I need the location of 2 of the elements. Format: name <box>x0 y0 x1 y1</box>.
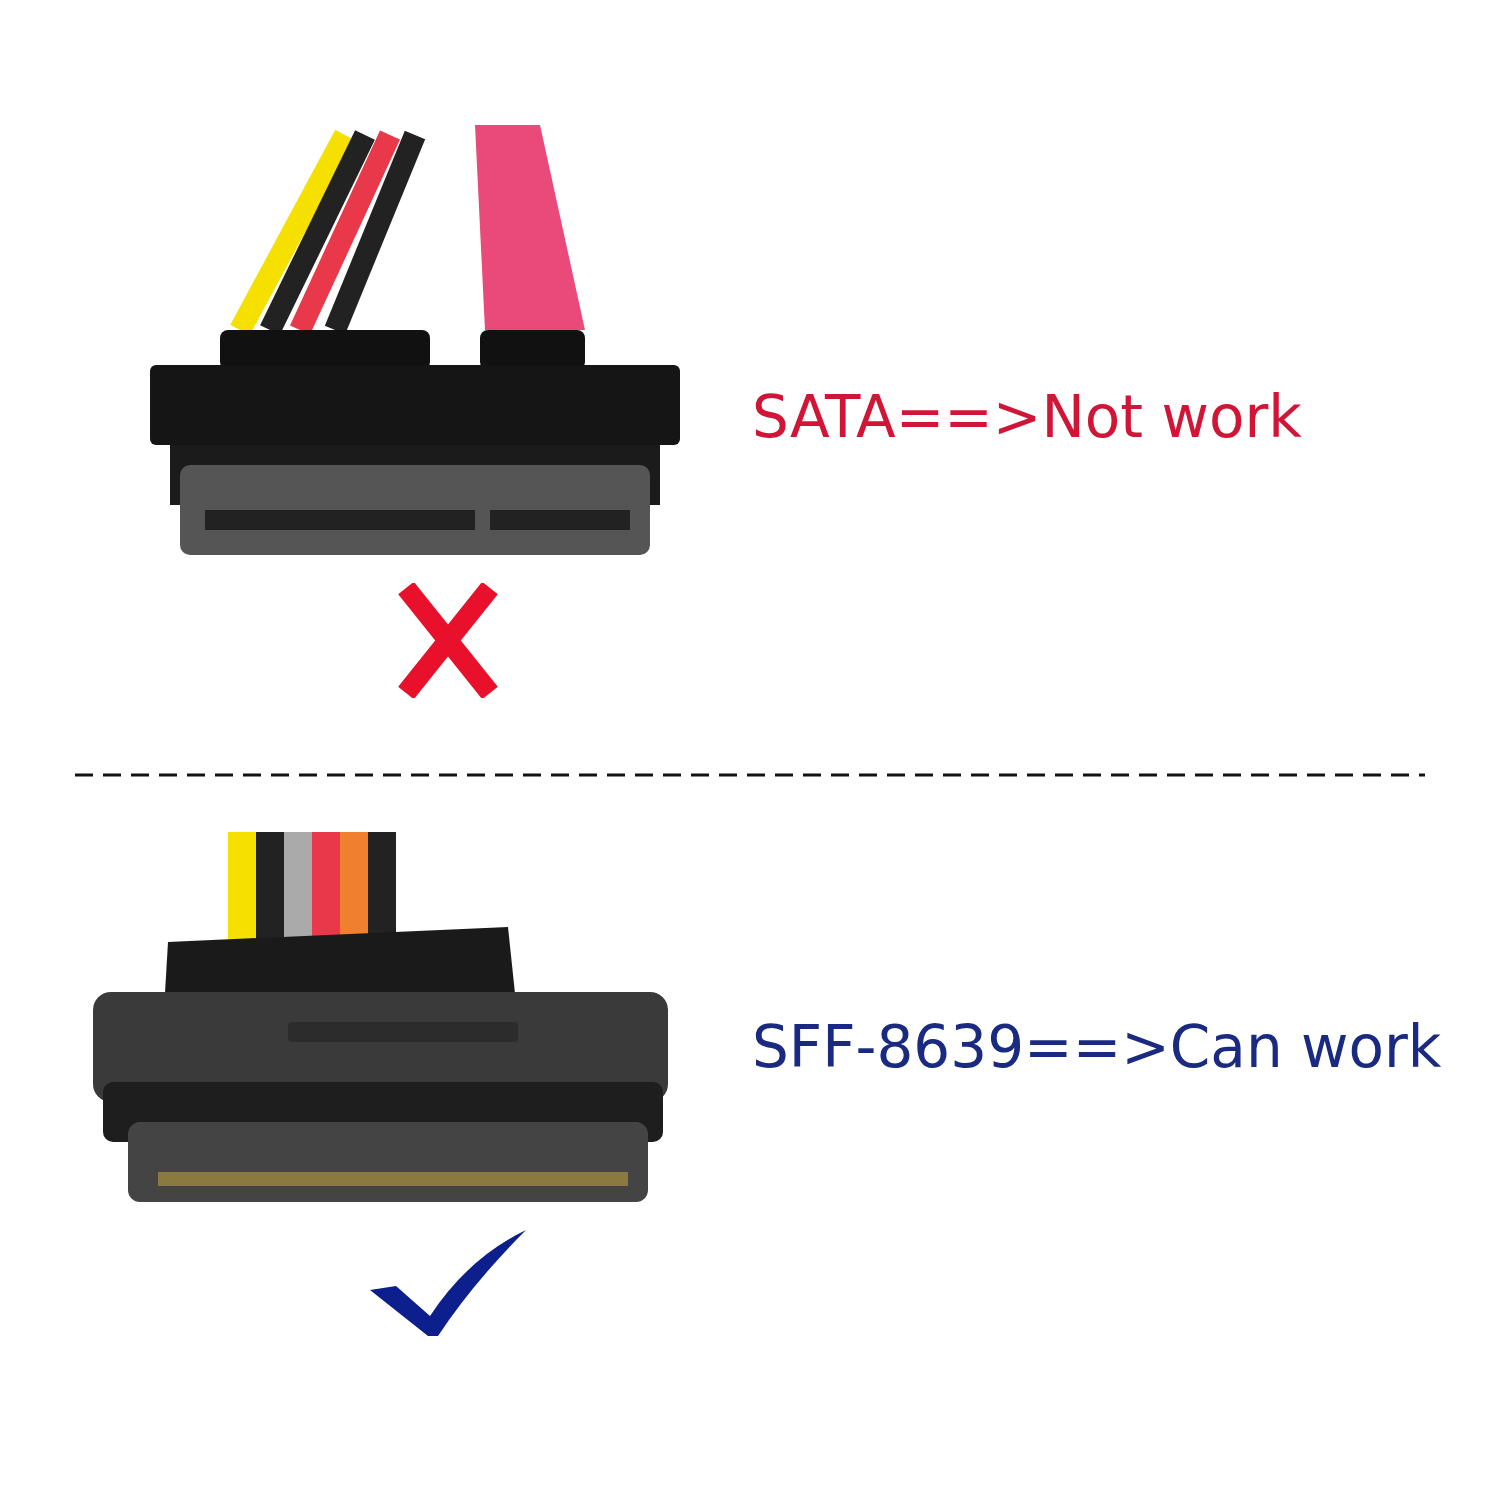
status-text: SATA==>Not work <box>752 388 1302 446</box>
status-text: SFF-8639==>Can work <box>752 1018 1442 1076</box>
